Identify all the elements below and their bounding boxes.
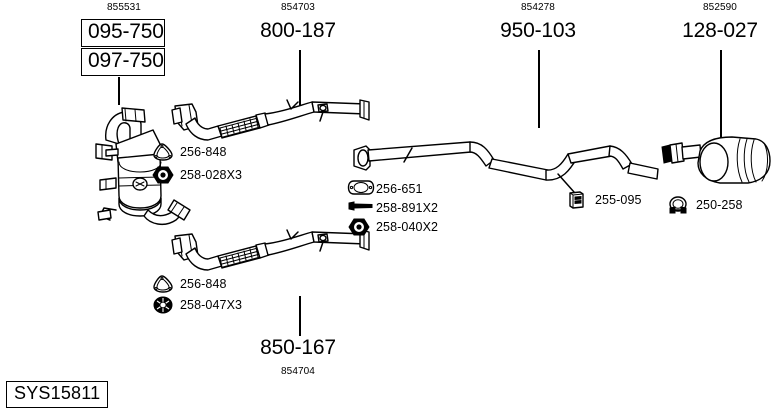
group-label-front-pipe-upper: 854703 — [243, 2, 353, 13]
front-pipe-lower-drawing — [170, 229, 370, 278]
annotation-row-250-258: 250-258 — [668, 196, 743, 214]
annotation-code-258-047X3: 258-047X3 — [180, 298, 243, 312]
annotation-row-258-040X2: 258-040X2 — [348, 218, 438, 236]
leader-line-centre-pipe — [538, 50, 540, 128]
annotation-group-rubber-mount: 255-095 — [567, 191, 642, 209]
group-label-rear-silencer: 852590 — [665, 2, 774, 13]
annotation-row-255-095: 255-095 — [567, 191, 642, 209]
annotation-code-256-651: 256-651 — [376, 182, 423, 196]
annotation-code-256-848-lower: 256-848 — [180, 277, 227, 291]
gasket-triangle-icon — [152, 143, 174, 161]
nut-hex-icon — [348, 218, 370, 236]
rubber-mount-icon — [567, 191, 589, 209]
group-code-950-103[interactable]: 950-103 — [500, 19, 576, 42]
gasket-triangle-icon — [152, 275, 174, 293]
annotation-group-cat-fittings: 256-848 258-028X3 — [152, 143, 242, 184]
annotation-code-250-258: 250-258 — [696, 198, 743, 212]
annotation-row-256-651: 256-651 — [347, 180, 438, 198]
annotation-code-255-095: 255-095 — [595, 193, 642, 207]
gasket-oval-icon — [347, 180, 375, 198]
group-subcode-854703: 854703 — [281, 2, 315, 13]
group-code-095-750[interactable]: 095-750 — [81, 19, 165, 48]
annotation-row-258-047X3: 258-047X3 — [152, 296, 242, 314]
system-code-badge: SYS15811 — [6, 381, 109, 408]
group-label-centre-pipe: 854278 — [483, 2, 593, 13]
annotation-row-256-848-lower: 256-848 — [152, 275, 242, 293]
bolt-icon — [348, 199, 373, 217]
annotation-code-258-040X2: 258-040X2 — [376, 220, 439, 234]
annotation-group-front-pipe-lower-fittings: 256-848 258-047X3 — [152, 275, 242, 314]
leader-line-rubber-mount — [556, 172, 578, 194]
group-subcode-855531: 855531 — [107, 2, 141, 13]
group-label-front-pipe-lower: 854704 — [243, 366, 353, 377]
annotation-group-centre-pipe-fittings: 256-651 258-891X2 258-040X2 — [347, 180, 438, 236]
annotation-code-256-848: 256-848 — [180, 145, 227, 159]
annotation-row-258-891X2: 258-891X2 — [348, 199, 438, 217]
leader-line-rear-silencer — [720, 50, 722, 138]
nut-flange-icon — [152, 296, 174, 314]
annotation-code-258-891X2: 258-891X2 — [376, 201, 439, 215]
annotation-row-258-028X3: 258-028X3 — [152, 166, 242, 184]
group-code-800-187[interactable]: 800-187 — [260, 19, 336, 42]
leader-line-front-pipe-upper — [299, 50, 301, 112]
group-code-850-167[interactable]: 850-167 — [260, 336, 336, 359]
leader-line-catalytic-converter — [118, 77, 120, 105]
nut-hex-icon — [152, 166, 174, 184]
centre-pipe-drawing — [352, 140, 662, 190]
leader-line-front-pipe-lower — [299, 296, 301, 336]
group-code-097-750[interactable]: 097-750 — [81, 48, 165, 77]
clamp-icon — [668, 196, 690, 214]
group-subcode-854278: 854278 — [521, 2, 555, 13]
group-subcode-852590: 852590 — [703, 2, 737, 13]
group-subcode-854704: 854704 — [281, 366, 315, 377]
rear-silencer-drawing — [660, 133, 772, 195]
group-code-128-027[interactable]: 128-027 — [682, 19, 758, 42]
group-label-catalytic-converter: 855531 — [82, 2, 166, 13]
annotation-group-clamp: 250-258 — [668, 196, 743, 214]
annotation-code-258-028X3: 258-028X3 — [180, 168, 243, 182]
catalytic-converter-drawing — [78, 100, 198, 226]
annotation-row-256-848: 256-848 — [152, 143, 242, 161]
front-pipe-upper-drawing — [170, 99, 370, 148]
